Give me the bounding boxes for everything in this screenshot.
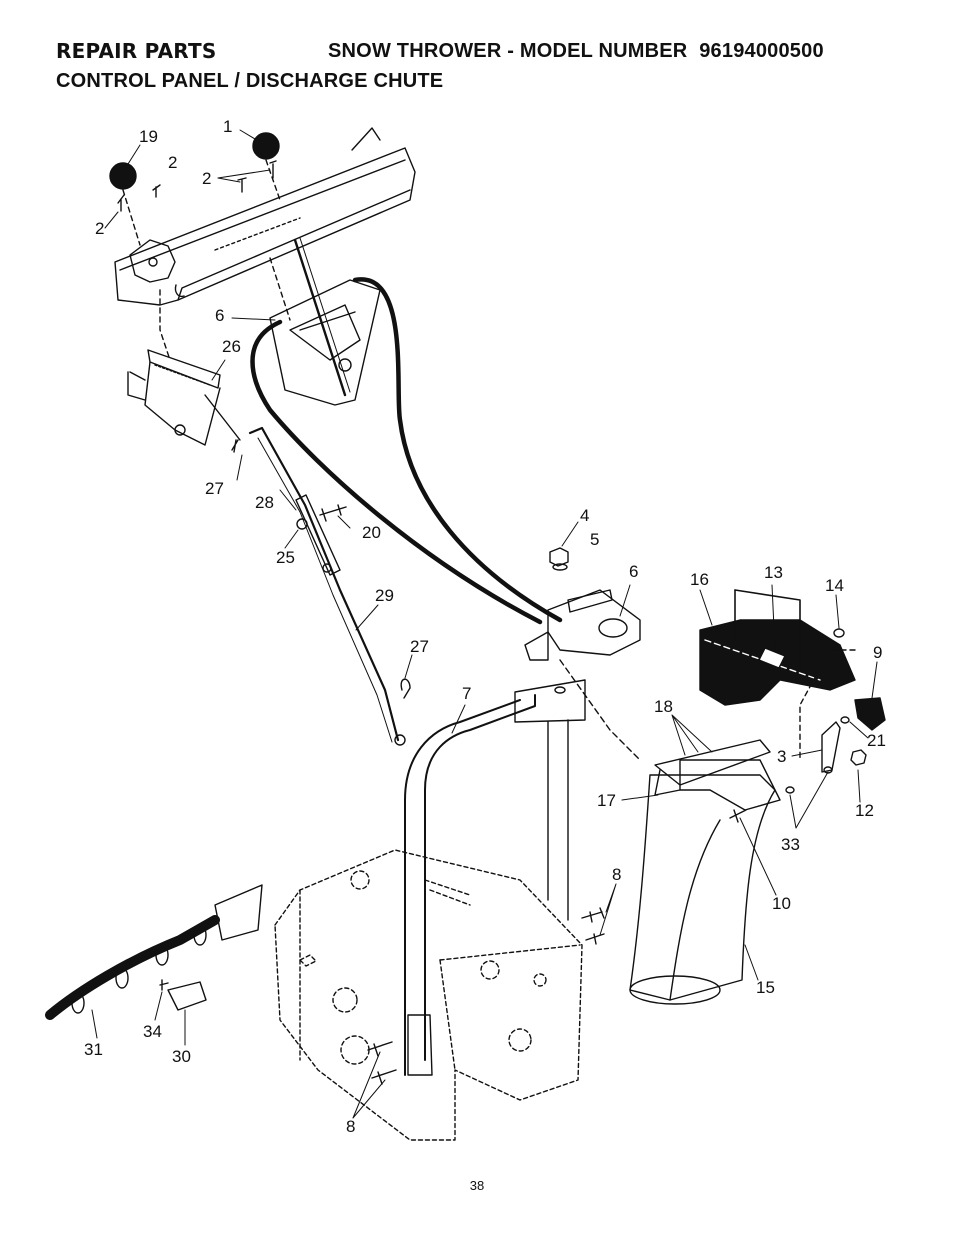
callout-2: 2: [168, 153, 177, 172]
handle-tube: [404, 679, 586, 1076]
chute-bracket: [524, 589, 641, 661]
callout-28: 28: [255, 493, 274, 512]
callout-15: 15: [756, 978, 775, 997]
callout-34: 34: [143, 1022, 162, 1041]
callout-7: 7: [462, 684, 471, 703]
bracket: [127, 349, 221, 446]
callout-12: 12: [855, 801, 874, 820]
callout-14: 14: [825, 576, 844, 595]
control-panel: [114, 127, 416, 306]
callout-9: 9: [873, 643, 882, 662]
callout-20: 20: [362, 523, 381, 542]
callout-8: 8: [346, 1117, 355, 1136]
cable: [352, 277, 563, 623]
callout-18: 18: [654, 697, 673, 716]
callout-27: 27: [410, 637, 429, 656]
callout-6: 6: [629, 562, 638, 581]
knob-icon: [109, 162, 137, 190]
frame-housing: [274, 849, 583, 1141]
callout-4: 4: [580, 506, 589, 525]
screw-icon: [117, 160, 277, 212]
callout-10: 10: [772, 894, 791, 913]
callout-21: 21: [867, 731, 886, 750]
callout-25: 25: [276, 548, 295, 567]
callout-3: 3: [777, 747, 786, 766]
callout-31: 31: [84, 1040, 103, 1059]
callout-16: 16: [690, 570, 709, 589]
callout-13: 13: [764, 563, 783, 582]
model-label: SNOW THROWER - MODEL NUMBER: [328, 40, 688, 62]
discharge-chute: [629, 759, 781, 1005]
callout-2: 2: [202, 169, 211, 188]
callout-6: 6: [215, 306, 224, 325]
deflector: [699, 589, 856, 706]
section-title: REPAIR PARTS: [56, 39, 217, 63]
model-number: 96194000500: [699, 40, 824, 62]
knob-icon: [252, 132, 280, 160]
callout-5: 5: [590, 530, 599, 549]
auger-cable: [45, 884, 263, 1020]
callout-27: 27: [205, 479, 224, 498]
cable: [250, 319, 543, 625]
callout-29: 29: [375, 586, 394, 605]
callout-30: 30: [172, 1047, 191, 1066]
callout-2: 2: [95, 219, 104, 238]
callout-19: 19: [139, 127, 158, 146]
callout-33: 33: [781, 835, 800, 854]
callout-8: 8: [612, 865, 621, 884]
callout-26: 26: [222, 337, 241, 356]
callout-17: 17: [597, 791, 616, 810]
page-number: 38: [469, 1178, 485, 1193]
page-subtitle: CONTROL PANEL / DISCHARGE CHUTE: [56, 70, 444, 92]
control-rod: [248, 426, 406, 746]
chute-indicator: [269, 279, 381, 406]
callout-1: 1: [223, 117, 232, 136]
model-line: SNOW THROWER - MODEL NUMBER 96194000500: [328, 40, 824, 63]
